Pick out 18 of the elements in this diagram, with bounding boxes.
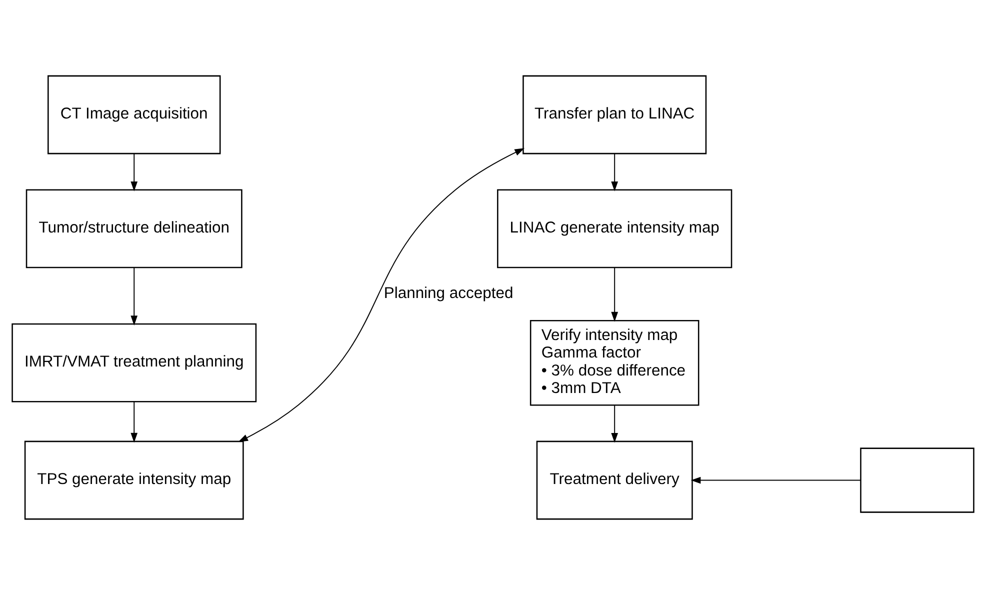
node-box: Transfer plan to LINAC xyxy=(522,74,707,154)
arrow xyxy=(130,400,138,442)
arrow xyxy=(238,148,525,442)
node-box xyxy=(860,447,974,512)
node-box: Verify intensity map Gamma factor • 3% dose difference • 3mm DTA xyxy=(530,319,700,406)
arrow xyxy=(130,266,138,325)
node-box: Treatment delivery xyxy=(536,440,693,520)
arrow xyxy=(611,404,618,442)
arrow xyxy=(690,476,862,484)
node-box: TPS generate intensity map xyxy=(24,440,244,520)
node-box: IMRT/VMAT treatment planning xyxy=(12,322,257,402)
node-box: Tumor/structure delineation xyxy=(26,188,242,268)
edge-label: Planning accepted xyxy=(384,284,514,302)
arrow xyxy=(611,152,618,191)
arrow xyxy=(611,266,618,322)
node-box: CT Image acquisition xyxy=(48,74,221,154)
node-box: LINAC generate intensity map xyxy=(497,188,732,268)
arrow xyxy=(130,152,138,191)
